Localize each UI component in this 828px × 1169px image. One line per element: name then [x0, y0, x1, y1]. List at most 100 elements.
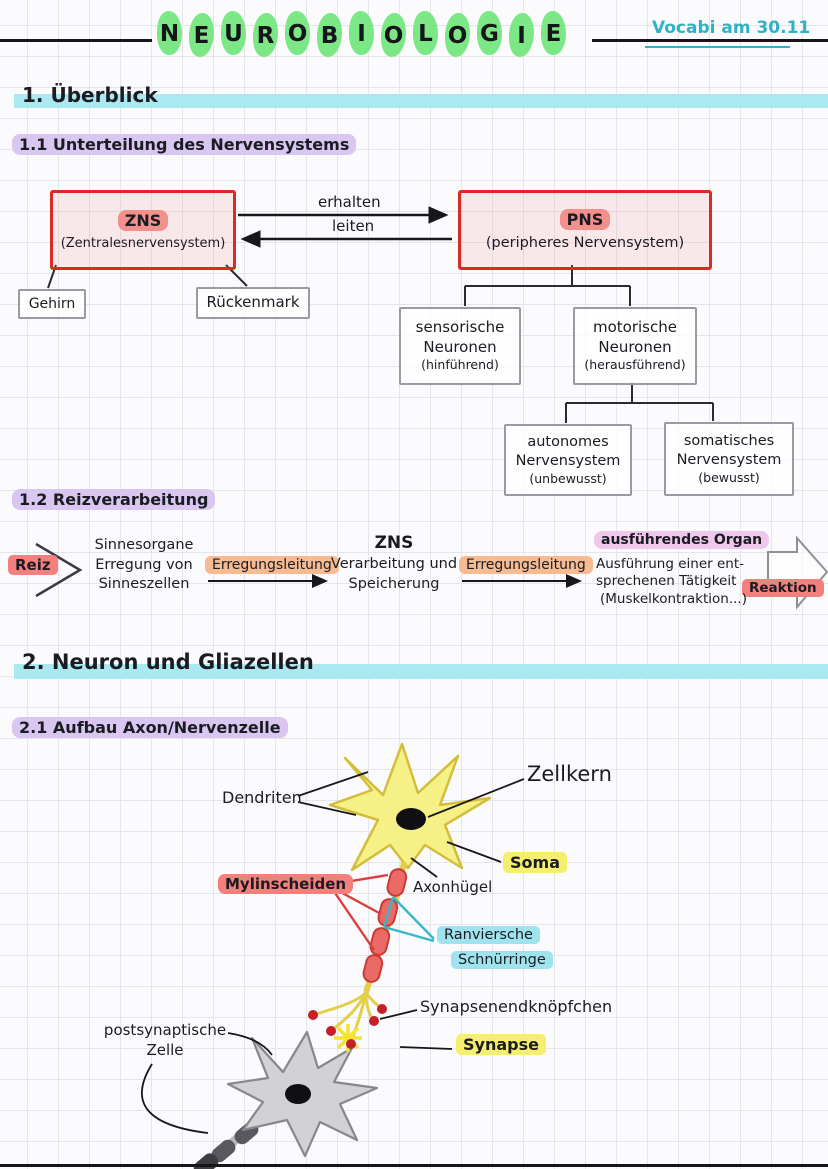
myelin-sheaths [362, 868, 408, 983]
sensorische-line: Neuronen [423, 337, 497, 356]
somatisches-line: somatisches [683, 433, 775, 450]
ranviersche-label-line1: Ranviersche [437, 926, 540, 944]
title-letter: O [381, 13, 406, 57]
synaptic-boutons [308, 1004, 387, 1049]
reiz-chevron-icon [35, 542, 83, 598]
myelin-segment [362, 954, 384, 983]
bouton [308, 1010, 318, 1020]
soma-pointer [446, 841, 502, 863]
synapsenendknoepfchen-pointer [379, 1009, 418, 1020]
synapsenendknoepfchen-label: Synapsenendknöpfchen [420, 997, 613, 1016]
rueckenmark-label: Rückenmark [206, 293, 300, 312]
vocab-underline [645, 46, 790, 48]
autonomes-box: autonomes Nervensystem (unbewusst) [504, 424, 632, 496]
pns-box: PNS (peripheres Nervensystem) [458, 190, 712, 270]
flow-step1: Sinnesorgane Erregung von Sinneszellen [84, 536, 204, 595]
ranvier-pointer-lines [382, 896, 435, 943]
motorische-line: motorische [593, 318, 677, 337]
axonhuegel-pointer [410, 857, 438, 878]
autonomes-line: Nervensystem [515, 452, 621, 469]
title-letter: U [221, 11, 246, 55]
vocab-note: Vocabi am 30.11 [652, 18, 811, 38]
title-letter: O [285, 11, 310, 55]
postsynaptische-line: Zelle [146, 1041, 184, 1060]
somatisches-line: (bewusst) [698, 469, 760, 485]
title-letter: E [189, 13, 214, 57]
gehirn-box: Gehirn [18, 289, 86, 319]
title-letter: I [509, 13, 534, 57]
somatisches-line: Nervensystem [676, 451, 782, 468]
organ-line: (Muskelkontraktion...) [600, 591, 747, 607]
motorische-box: motorische Neuronen (herausführend) [573, 307, 697, 385]
soma-shape [328, 742, 492, 872]
erregungsleitung1-label: Erregungsleitung [205, 556, 339, 574]
bouton [369, 1016, 379, 1026]
top-rule-left [0, 39, 152, 42]
dendriten-pointer [297, 801, 357, 816]
rueckenmark-box: Rückenmark [196, 287, 310, 319]
axonhuegel-label: Axonhügel [413, 878, 493, 896]
arrow-label-erhalten: erhalten [318, 193, 381, 211]
label-pointer-lines [141, 771, 525, 1134]
sensorische-box: sensorische Neuronen (hinführend) [399, 307, 521, 385]
ranviersche-label-line2: Schnürringe [451, 951, 553, 969]
soma-label: Soma [503, 852, 567, 873]
zns-pns-arrows [238, 206, 452, 248]
reaktion-label: Reaktion [742, 579, 824, 597]
gehirn-label: Gehirn [28, 295, 76, 312]
nucleus-shape [396, 808, 426, 830]
postsynaptic-nucleus-shape [285, 1084, 311, 1104]
bouton [346, 1039, 356, 1049]
section1-2-heading: 1.2 Reizverarbeitung [12, 489, 216, 510]
grey-myelin-segment [211, 1139, 236, 1163]
autonomes-line: autonomes [527, 434, 609, 451]
postsynaptic-pointer [141, 1063, 209, 1134]
bouton [377, 1004, 387, 1014]
organ-line: sprechenen Tätigkeit [596, 573, 737, 589]
section2-highlight-bar [14, 664, 828, 679]
section2-heading: 2. Neuron und Gliazellen [22, 650, 314, 674]
zellkern-label: Zellkern [527, 762, 612, 786]
flow-step1-line: Sinneszellen [98, 576, 190, 593]
top-rule-right [592, 39, 828, 42]
title-letter: E [541, 11, 566, 55]
sensorische-line: sensorische [415, 318, 505, 337]
flow-step1-line: Erregung von [95, 556, 193, 573]
pns-title: PNS [559, 209, 611, 230]
section1-1-heading: 1.1 Unterteilung des Nervensystems [12, 134, 357, 155]
postsynaptische-label: postsynaptische Zelle [100, 1020, 230, 1061]
motorische-line: Neuronen [598, 337, 672, 356]
myelin-segment [386, 868, 408, 897]
title-letter: B [317, 13, 342, 57]
flow-step1-line: Sinnesorgane [94, 537, 194, 553]
section2-1-heading: 2.1 Aufbau Axon/Nervenzelle [12, 717, 288, 738]
bottom-rule [0, 1164, 828, 1167]
pns-subtitle: (peripheres Nervensystem) [485, 235, 685, 251]
section1-highlight-bar [14, 94, 828, 108]
postsynaptic-pointer [227, 1032, 273, 1056]
mylinscheiden-label: Mylinscheiden [218, 874, 354, 894]
title-letter: I [349, 11, 374, 55]
postsynaptische-line: postsynaptische [103, 1021, 227, 1039]
organ-line: Ausführung einer ent- [596, 556, 744, 572]
pns-branch-connector [464, 265, 631, 306]
autonomes-line: (unbewusst) [529, 470, 607, 486]
title-letter: R [253, 13, 278, 57]
page-title: N E U R O B I O L O G I E [157, 11, 573, 57]
title-letter: N [157, 11, 182, 55]
zns-subtitle: (Zentralesnervensystem) [60, 235, 226, 251]
somatisches-box: somatisches Nervensystem (bewusst) [664, 422, 794, 496]
motorisch-branch-connector [565, 382, 714, 423]
flow-step2: ZNS Verarbeitung und Speicherung [330, 532, 458, 594]
title-letter: G [477, 11, 502, 55]
bouton [326, 1026, 336, 1036]
zellkern-pointer [427, 778, 525, 818]
erregungsleitung2-label: Erregungsleitung [459, 556, 593, 574]
dendriten-label: Dendriten [222, 788, 302, 807]
flow-step2-line: Speicherung [348, 575, 440, 592]
arrow-label-leiten: leiten [332, 217, 375, 235]
synapse-label: Synapse [456, 1034, 546, 1055]
zns-box: ZNS (Zentralesnervensystem) [50, 190, 236, 270]
flow-step2-line: Verarbeitung und [330, 555, 458, 572]
